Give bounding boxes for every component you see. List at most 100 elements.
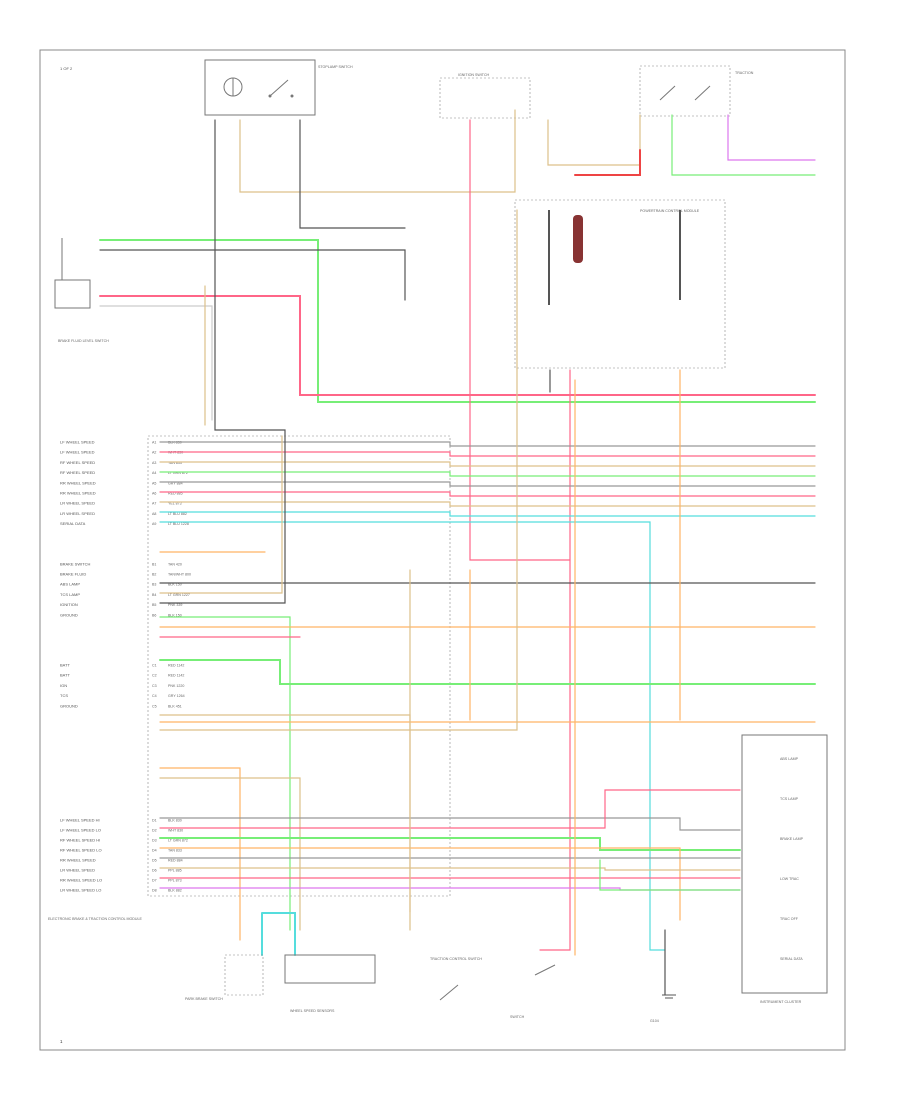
pin-label: IGN — [60, 683, 67, 688]
pin-wire: BLK 451 — [168, 704, 182, 708]
pin-label: LF WHEEL SPEED — [60, 440, 95, 445]
traction-switch: TRACTION CONTROL SWITCH — [430, 957, 482, 1001]
relay-label: TRACTION — [735, 71, 754, 75]
pin-number: C3 — [152, 684, 157, 688]
pcm-module: POWERTRAIN CONTROL MODULE — [514, 199, 726, 369]
pin-wire: TAN/WHT 800 — [168, 573, 191, 577]
pin-number: C5 — [152, 704, 157, 708]
wire-grn — [671, 114, 816, 176]
wire-grn — [599, 859, 741, 891]
wire-pnk — [159, 789, 741, 829]
wheel-pin-number: D7 — [152, 879, 157, 883]
wire-ppl — [727, 114, 816, 161]
pin-label: BATT — [60, 673, 70, 678]
wire-tan — [547, 114, 641, 166]
wheel-pin-label: RR WHEEL SPEED LO — [60, 878, 102, 883]
pin-wire: GRY 884 — [168, 481, 183, 485]
wire-red — [574, 149, 641, 176]
wheel-pin-number: D8 — [152, 889, 157, 893]
pin-wire: TAN 833 — [168, 461, 182, 465]
wheel-pin-wire: BLK 882 — [168, 889, 182, 893]
wire-tan — [159, 867, 741, 871]
diagram-frame — [39, 49, 846, 1051]
pin-label: LR WHEEL SPEED — [60, 501, 95, 506]
wheel-pin-wire: BLK 830 — [168, 819, 182, 823]
ignition-switch-label: IGNITION SWITCH — [458, 73, 490, 77]
pin-number: B2 — [152, 573, 156, 577]
pin-wire: PNK 1220 — [168, 684, 184, 688]
pin-label: GROUND — [60, 612, 78, 617]
wheel-pin-number: D1 — [152, 819, 157, 823]
pin-label: BATT — [60, 663, 70, 668]
lower-switch-label: SWITCH — [510, 1015, 525, 1019]
pin-number: B3 — [152, 583, 156, 587]
traction-switch-label: TRACTION CONTROL SWITCH — [430, 957, 482, 961]
pin-number: A3 — [152, 461, 156, 465]
pin-label: RF WHEEL SPEED — [60, 470, 95, 475]
pin-label: BRAKE FLUID — [60, 572, 86, 577]
right-connector-pin-label: ABS LAMP — [780, 757, 799, 761]
ignition-switch-box: IGNITION SWITCH — [439, 73, 531, 119]
pin-label: ABS LAMP — [60, 582, 80, 587]
wire-ltblu — [159, 521, 666, 951]
pin-number: A7 — [152, 502, 156, 506]
pin-label: SERIAL DATA — [60, 521, 86, 526]
pin-label: RR WHEEL SPEED — [60, 491, 96, 496]
wheel-pin-number: D5 — [152, 859, 157, 863]
ground-symbol: G104 — [650, 994, 676, 1023]
wire-pnk — [159, 491, 816, 497]
pin-label: LF WHEEL SPEED — [60, 450, 95, 455]
pin-label: RR WHEEL SPEED — [60, 480, 96, 485]
pin-number: A8 — [152, 512, 156, 516]
wheel-pin-number: D3 — [152, 839, 157, 843]
pin-number: A6 — [152, 492, 156, 496]
wheel-pin-label: LF WHEEL SPEED HI — [60, 818, 100, 823]
right-connector-pin-label: LOW TRAC — [780, 877, 799, 881]
wire-pnk — [539, 369, 571, 951]
pin-label: IGNITION — [60, 602, 78, 607]
wire-grn — [99, 239, 816, 403]
pin-number: B5 — [152, 603, 156, 607]
lower-switch: SWITCH — [510, 964, 556, 1019]
pin-wire: LT GRN 1227 — [168, 593, 190, 597]
wire-tan — [159, 777, 301, 931]
pin-wire: LT BLU 1228 — [168, 522, 189, 526]
pin-number: B4 — [152, 593, 156, 597]
pin-wire: LT GRN 872 — [168, 471, 188, 475]
wire-pnk — [159, 451, 816, 457]
right-connector-pin-label: TCS LAMP — [780, 797, 799, 801]
wire-harness — [99, 109, 816, 996]
pin-number: A9 — [152, 522, 156, 526]
wire-gry — [159, 481, 816, 487]
ground-label: G104 — [650, 1019, 659, 1023]
wire-grn — [159, 837, 741, 851]
pin-wire: LT BLU 882 — [168, 512, 187, 516]
pin-wire: RED 1142 — [168, 664, 184, 668]
park-brake-label: PARK BRAKE SWITCH — [185, 997, 223, 1001]
pin-number: C2 — [152, 674, 157, 678]
pin-wire: BLK 150 — [168, 613, 182, 617]
right-connector-pin-label: SERIAL DATA — [780, 957, 803, 961]
traction-relay-box: TRACTION — [639, 65, 754, 117]
pin-wire: YEL 873 — [168, 502, 182, 506]
wheel-pin-wire: TAN 833 — [168, 849, 182, 853]
wire-grn — [159, 471, 816, 477]
pin-wire: TAN 420 — [168, 562, 182, 566]
wheel-pin-label: RF WHEEL SPEED HI — [60, 838, 100, 843]
wheel-pin-number: D2 — [152, 829, 157, 833]
pin-label: LR WHEEL SPEED — [60, 511, 95, 516]
pin-number: A5 — [152, 481, 156, 485]
pin-number: C4 — [152, 694, 157, 698]
pin-wire: PNK 339 — [168, 603, 182, 607]
right-connector-box: INSTRUMENT CLUSTER — [741, 734, 828, 1004]
wire-tan — [159, 501, 816, 507]
wire-blk — [99, 249, 406, 301]
pin-label: TCS — [60, 693, 68, 698]
park-brake-switch: PARK BRAKE SWITCH — [185, 954, 264, 1001]
pin-wire: WHT 830 — [168, 451, 183, 455]
stoplamp-switch-box: STOPLAMP SWITCH — [204, 59, 353, 116]
wheel-pin-wire: WHT 830 — [168, 829, 183, 833]
brake-fluid-label: BRAKE FLUID LEVEL SWITCH — [58, 339, 109, 343]
